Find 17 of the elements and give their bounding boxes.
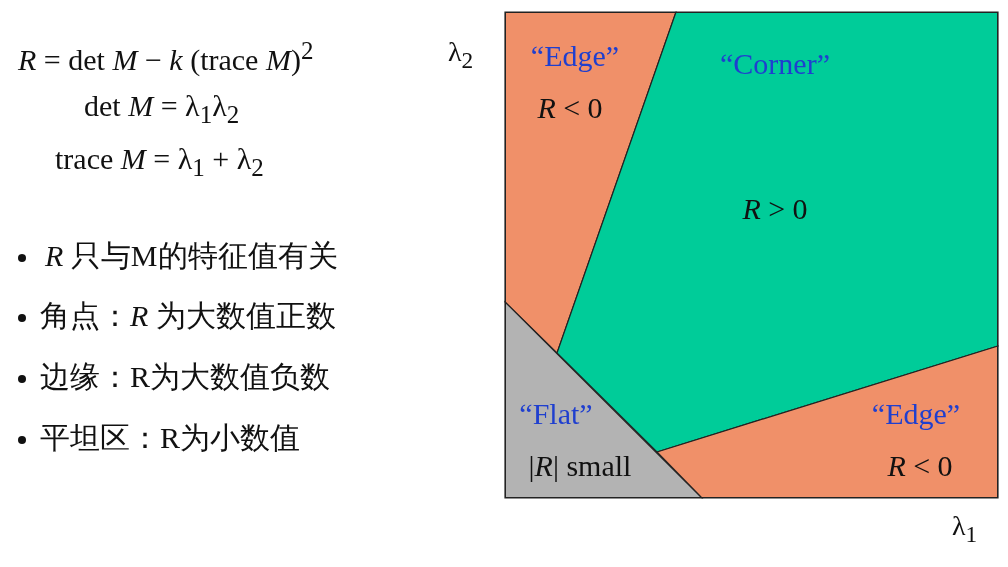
region-title: “Corner”	[720, 46, 830, 80]
bullet-text: 边缘：R为大数值负数	[40, 359, 330, 395]
region-title: “Edge”	[871, 396, 961, 430]
region-condition: R < 0	[887, 448, 953, 482]
bullet-text: 角点：R 为大数值正数	[40, 298, 336, 334]
region-title: “Edge”	[530, 38, 620, 72]
formula: det M = λ$_{1}$λ$_{2}$	[84, 89, 240, 129]
region-condition: |R| small	[528, 448, 632, 482]
axis-label: λ$_{2}$	[448, 38, 474, 72]
formula: trace M = λ$_{1}$ + λ$_{2}$	[55, 142, 264, 182]
region-condition: R > 0	[742, 191, 808, 225]
bullet-text: R 只与M的特征值有关	[45, 238, 338, 274]
region-title: “Flat”	[519, 396, 593, 430]
formula: R = det M − k (trace M)$^{2}$	[18, 37, 314, 76]
axis-label: λ$_{1}$	[952, 512, 978, 546]
region-condition: R < 0	[537, 90, 603, 124]
bullet-text: 平坦区：R为小数值	[40, 420, 300, 456]
